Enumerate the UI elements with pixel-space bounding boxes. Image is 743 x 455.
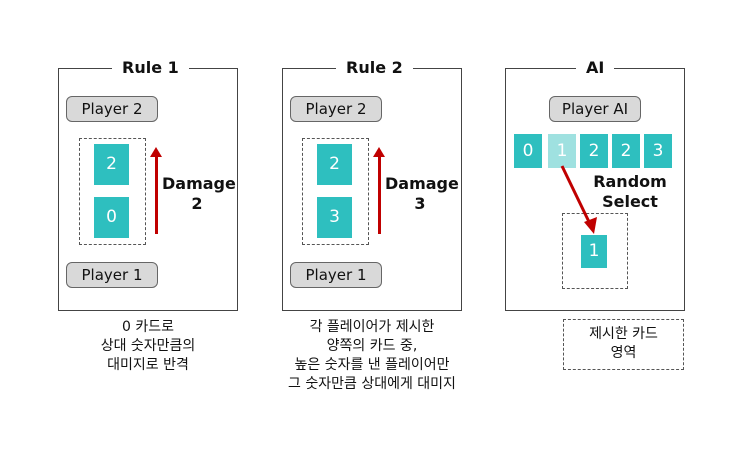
rule2-panel: Rule 2 xyxy=(282,57,462,311)
rule2-card-top: 2 xyxy=(317,144,352,185)
rule1-title: Rule 1 xyxy=(112,57,189,79)
ai-hand-card: 3 xyxy=(644,134,672,168)
ai-selected-card: 1 xyxy=(581,235,607,268)
ai-hand-card: 0 xyxy=(514,134,542,168)
rule1-damage-value: 2 xyxy=(191,194,203,213)
rule1-caption-line: 상대 숫자만큼의 xyxy=(100,338,196,354)
ai-legend: 제시한 카드 영역 xyxy=(563,325,684,363)
rule1-card-area xyxy=(79,138,146,245)
rule2-damage-value: 3 xyxy=(414,194,426,213)
ai-select-word: Select xyxy=(602,192,658,211)
rule1-caption-line: 0 카드로 xyxy=(122,319,174,335)
ai-player-box: Player AI xyxy=(549,96,641,122)
ai-legend-line: 영역 xyxy=(610,345,637,361)
rule1-panel: Rule 1 xyxy=(58,57,238,311)
rule2-damage-label: Damage 3 xyxy=(385,174,459,214)
rule2-title: Rule 2 xyxy=(336,57,413,79)
rule1-player1-box: Player 1 xyxy=(66,262,158,288)
rule1-damage-word: Damage xyxy=(162,174,236,193)
ai-random-word: Random xyxy=(593,172,667,191)
rule1-card-bottom: 0 xyxy=(94,197,129,238)
ai-title: AI xyxy=(576,57,615,79)
rule1-damage-label: Damage 2 xyxy=(162,174,236,214)
rule1-caption: 0 카드로 상대 숫자만큼의 대미지로 반격 xyxy=(58,318,238,375)
ai-hand-card: 2 xyxy=(580,134,608,168)
rule1-damage-arrow xyxy=(150,147,162,234)
rule1-player2-box: Player 2 xyxy=(66,96,158,122)
rule2-caption-line: 양쪽의 카드 중, xyxy=(326,338,418,354)
ai-legend-box xyxy=(563,319,684,370)
ai-panel: AI xyxy=(505,57,685,311)
rule2-caption-line: 높은 숫자를 낸 플레이어만 xyxy=(294,357,450,373)
ai-random-select-label: Random Select xyxy=(590,172,670,212)
rule2-card-bottom: 3 xyxy=(317,197,352,238)
rule2-player2-box: Player 2 xyxy=(290,96,382,122)
rule1-card-top: 2 xyxy=(94,144,129,185)
rule2-card-area xyxy=(302,138,369,245)
rule1-caption-line: 대미지로 반격 xyxy=(107,357,189,373)
rule2-caption: 각 플레이어가 제시한 양쪽의 카드 중, 높은 숫자를 낸 플레이어만 그 숫… xyxy=(262,318,482,394)
ai-selected-card-area xyxy=(562,213,628,289)
rule2-caption-line: 각 플레이어가 제시한 xyxy=(309,319,435,335)
rule2-player1-box: Player 1 xyxy=(290,262,382,288)
ai-hand-card-selected: 1 xyxy=(548,134,576,168)
ai-legend-line: 제시한 카드 xyxy=(589,326,658,342)
ai-hand-card: 2 xyxy=(612,134,640,168)
rule2-damage-word: Damage xyxy=(385,174,459,193)
rule2-caption-line: 그 숫자만큼 상대에게 대미지 xyxy=(288,376,456,392)
rule2-damage-arrow xyxy=(373,147,385,234)
